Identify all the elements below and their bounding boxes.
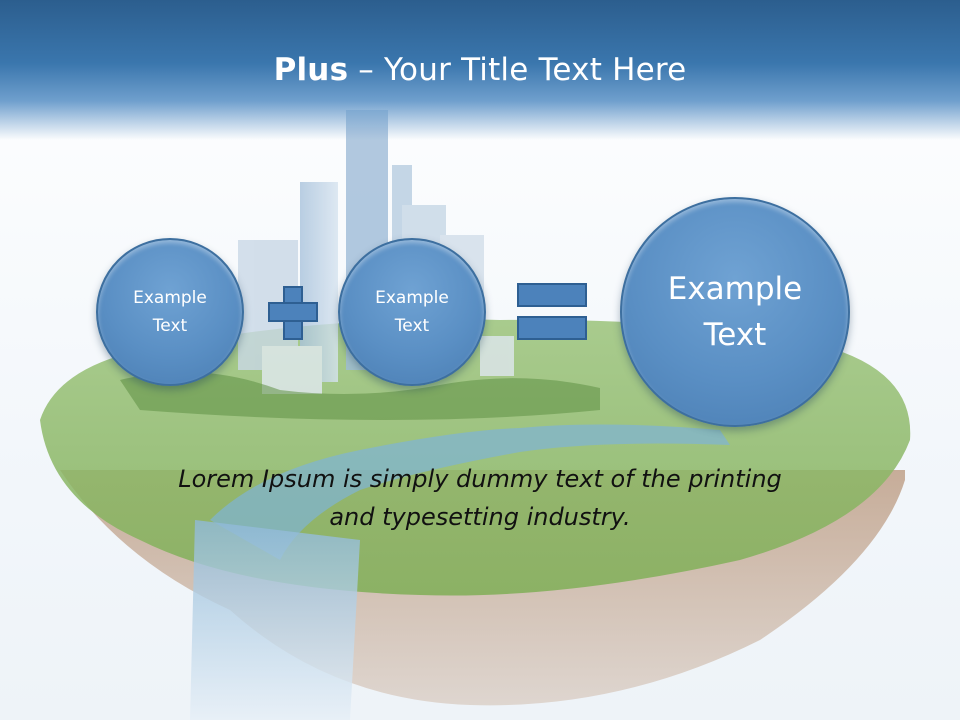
waterfall — [190, 520, 360, 720]
equals-bottom-bar — [517, 316, 587, 340]
title-bold: Plus — [273, 52, 349, 88]
body-text: Lorem Ipsum is simply dummy text of the … — [100, 460, 860, 536]
body-line-1: Lorem Ipsum is simply dummy text of the … — [178, 465, 782, 493]
title-rest: – Your Title Text Here — [348, 52, 687, 88]
circle-1-line2: Text — [152, 316, 188, 336]
example-circle-2: Example Text — [338, 238, 486, 386]
slide-title: Plus – Your Title Text Here — [0, 52, 960, 88]
body-line-2: and typesetting industry. — [329, 503, 631, 531]
circle-3-line1: Example — [667, 271, 803, 307]
example-circle-result: Example Text — [620, 197, 850, 427]
circle-2-line2: Text — [394, 316, 430, 336]
example-circle-1: Example Text — [96, 238, 244, 386]
circle-3-line2: Text — [703, 317, 767, 353]
river — [210, 424, 730, 560]
equals-top-bar — [517, 283, 587, 307]
plus-center — [285, 304, 301, 320]
tree-line — [120, 372, 600, 420]
circle-2-line1: Example — [375, 288, 449, 308]
title-bar — [0, 0, 960, 140]
circle-1-line1: Example — [133, 288, 207, 308]
